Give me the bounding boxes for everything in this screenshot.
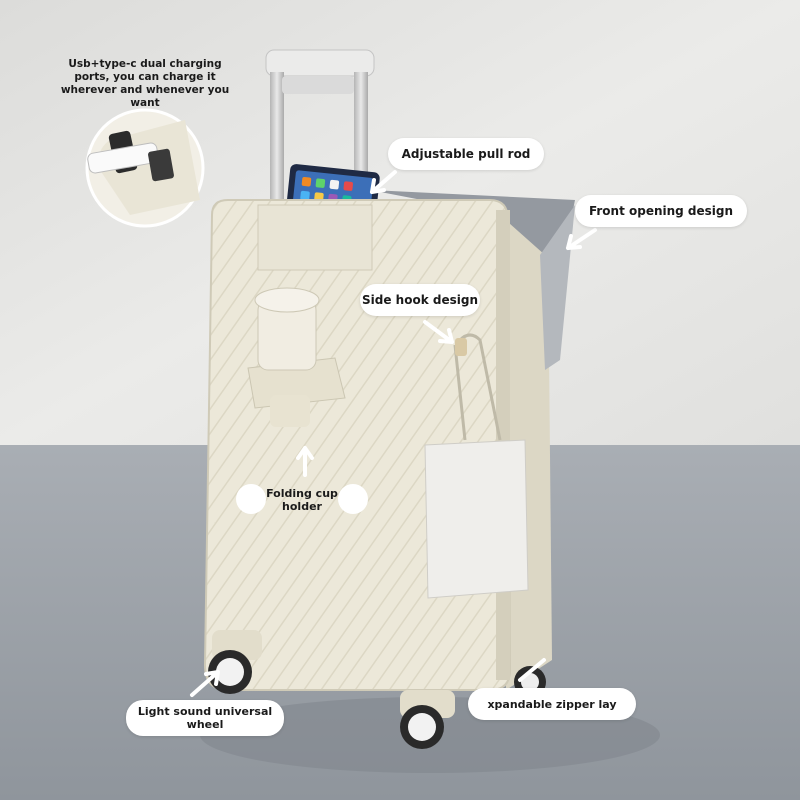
cup-holder-blob-left xyxy=(236,484,266,514)
wheel-label: Light sound universal wheel xyxy=(126,700,284,736)
usb-cable-icon xyxy=(87,142,174,182)
arrow-icon xyxy=(190,170,597,697)
pull-rod-label: Adjustable pull rod xyxy=(388,138,544,170)
zipper-label: xpandable zipper lay xyxy=(468,688,636,720)
cup-holder xyxy=(247,287,346,427)
front-opening-lining xyxy=(370,190,575,255)
cup-holder-label: Folding cup holder xyxy=(266,487,338,513)
side-hook-label: Side hook design xyxy=(360,284,480,316)
cup-holder-blob-right xyxy=(338,484,368,514)
front-opening-label: Front opening design xyxy=(575,195,747,227)
side-hook xyxy=(455,338,467,356)
charging-ports-label: Usb+type-c dual charging ports, you can … xyxy=(60,58,230,109)
shopping-bag xyxy=(424,333,529,599)
charging-port-inset xyxy=(85,108,205,228)
